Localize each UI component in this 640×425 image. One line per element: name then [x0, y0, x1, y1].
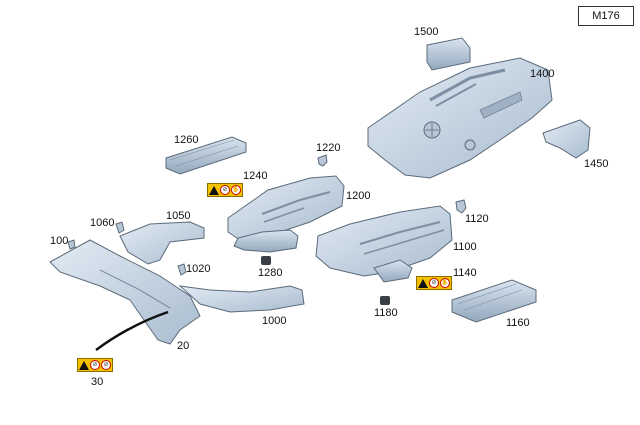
part-1020 — [177, 263, 187, 276]
part-100 — [67, 239, 76, 250]
label-1000: 1000 — [262, 315, 287, 327]
label-1160: 1160 — [506, 317, 530, 329]
label-20: 20 — [177, 340, 190, 352]
label-100: 100 — [50, 235, 69, 247]
engine-cover-1400 — [367, 57, 553, 179]
part-1160 — [451, 279, 537, 323]
part-1500 — [426, 37, 471, 71]
label-1060: 1060 — [90, 217, 115, 229]
no-symbol-icon: ⊘ — [429, 278, 439, 288]
warning-sticker-1240: ⊘ ✋ — [207, 183, 243, 197]
label-1020: 1020 — [186, 263, 211, 275]
hand-icon: ✋ — [440, 278, 450, 288]
label-1450: 1450 — [584, 158, 609, 170]
label-1100: 1100 — [453, 241, 477, 253]
part-1220 — [317, 154, 328, 167]
label-1200: 1200 — [346, 190, 371, 202]
part-1450 — [542, 119, 591, 159]
label-1220: 1220 — [316, 142, 341, 154]
label-1240: 1240 — [243, 170, 268, 182]
label-30: 30 — [91, 376, 104, 388]
part-1260 — [165, 136, 247, 175]
label-1280: 1280 — [258, 267, 283, 279]
part-1120 — [455, 199, 467, 214]
part-20 — [49, 239, 201, 345]
label-1180: 1180 — [374, 307, 398, 319]
no-symbol-icon: ⊘ — [220, 185, 230, 195]
label-1050: 1050 — [166, 210, 191, 222]
hand-icon: ✋ — [231, 185, 241, 195]
part-1000 — [178, 285, 305, 313]
no-symbol-icon: ⊘ — [101, 360, 111, 370]
part-1050 — [119, 221, 205, 265]
label-1500: 1500 — [414, 26, 439, 38]
label-1120: 1120 — [465, 213, 489, 225]
label-1400: 1400 — [530, 68, 555, 80]
warning-sticker-30: ⊘ ⊘ — [77, 358, 113, 372]
model-code-box: M176 — [578, 6, 634, 26]
part-1180 — [380, 296, 390, 305]
warning-triangle-icon — [209, 185, 219, 195]
warning-triangle-icon — [79, 360, 89, 370]
warning-sticker-1140: ⊘ ✋ — [416, 276, 452, 290]
part-1200 — [227, 175, 345, 253]
warning-triangle-icon — [418, 278, 428, 288]
part-1280 — [261, 256, 271, 265]
part-1100 — [315, 205, 453, 283]
label-1140: 1140 — [453, 267, 477, 279]
part-1060 — [115, 221, 125, 234]
label-1260: 1260 — [174, 134, 199, 146]
leader-line — [95, 310, 169, 352]
no-symbol-icon: ⊘ — [90, 360, 100, 370]
